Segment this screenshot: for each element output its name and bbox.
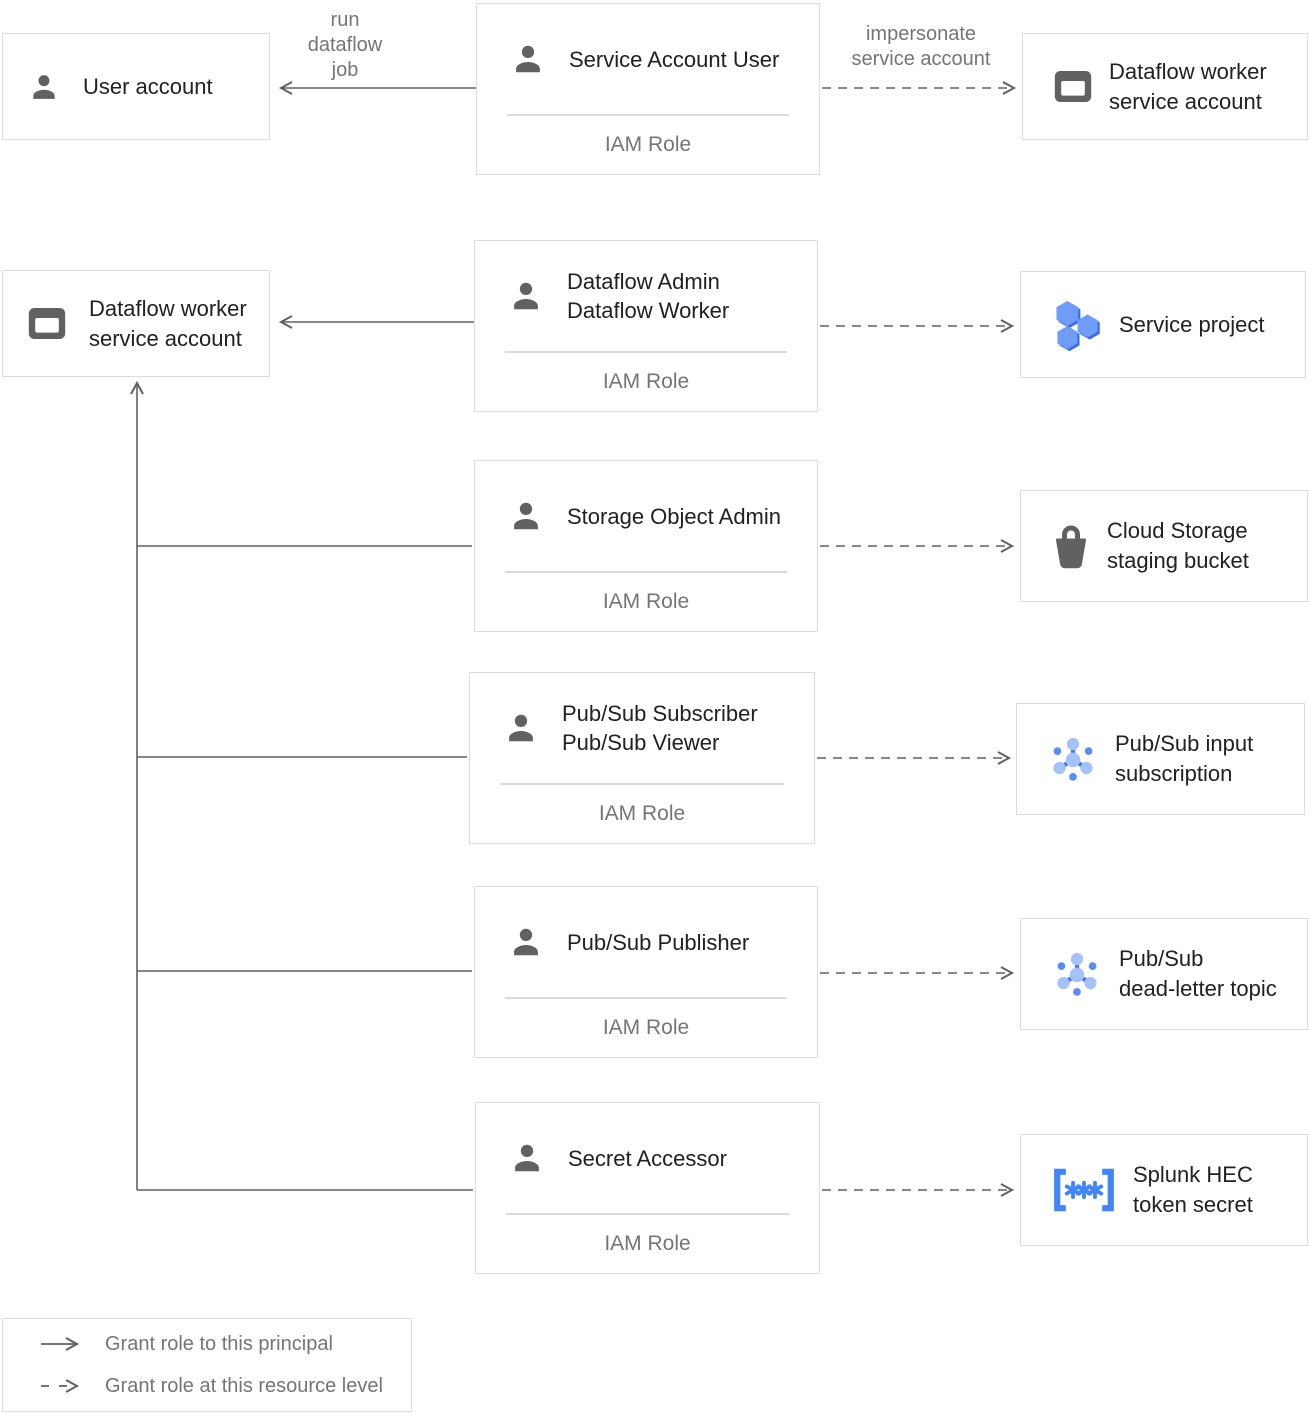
iam-role-title: Pub/Sub Publisher <box>567 929 750 955</box>
iam-role-title: Storage Object Admin <box>567 503 782 529</box>
node-label-line: Dataflow worker <box>89 295 247 321</box>
iam-role-label: IAM Role <box>604 132 692 156</box>
iam-role-title-line: Dataflow Admin <box>567 269 720 294</box>
node-dataflow-worker-service-account-left: Dataflow worker service account <box>2 270 270 377</box>
node-label: Dataflow worker service account <box>89 294 247 354</box>
divider <box>506 1213 789 1215</box>
node-secret-accessor-role: Secret Accessor IAM Role <box>475 1102 820 1274</box>
person-icon <box>507 277 545 315</box>
node-label: Splunk HEC token secret <box>1133 1160 1253 1220</box>
node-service-account-user-role: Service Account User IAM Role <box>476 3 820 175</box>
node-label: User account <box>83 73 213 99</box>
divider <box>505 571 787 573</box>
edge-label-impersonate-service-account: impersonate service account <box>830 22 1012 72</box>
project-hexagons-icon <box>1051 298 1103 352</box>
legend: Grant role to this principal Grant role … <box>2 1318 412 1412</box>
iam-role-title: Service Account User <box>569 46 780 72</box>
iam-role-label: IAM Role <box>604 1231 691 1255</box>
edge-label-line: job <box>331 59 359 81</box>
node-label-line: Pub/Sub input <box>1115 731 1254 756</box>
iam-role-label: IAM Role <box>602 369 690 393</box>
iam-role-title: Pub/Sub Subscriber Pub/Sub Viewer <box>562 699 758 757</box>
iam-role-title-line: Pub/Sub Viewer <box>562 730 720 755</box>
iam-role-title: Dataflow Admin Dataflow Worker <box>567 267 729 325</box>
pubsub-topology-icon <box>1051 947 1103 1001</box>
node-label-line: token secret <box>1133 1192 1253 1217</box>
person-icon <box>507 497 545 535</box>
edge-label-line: service account <box>851 48 991 70</box>
node-label: Service project <box>1119 311 1265 337</box>
legend-row-dashed: Grant role at this resource level <box>39 1365 411 1407</box>
divider <box>507 114 789 116</box>
person-icon <box>509 40 547 78</box>
node-label-line: subscription <box>1115 761 1233 786</box>
legend-label: Grant role to this principal <box>105 1332 333 1355</box>
node-splunk-hec-token-secret: Splunk HEC token secret <box>1020 1134 1308 1246</box>
node-pubsub-publisher-role: Pub/Sub Publisher IAM Role <box>474 886 818 1058</box>
person-icon <box>27 70 61 104</box>
node-label: Pub/Sub dead-letter topic <box>1119 944 1277 1004</box>
node-label-line: Dataflow worker <box>1109 58 1267 84</box>
node-label-line: service account <box>89 325 242 351</box>
node-pubsub-subscriber-viewer-role: Pub/Sub Subscriber Pub/Sub Viewer IAM Ro… <box>469 672 815 844</box>
legend-row-solid: Grant role to this principal <box>39 1323 411 1365</box>
node-cloud-storage-staging-bucket: Cloud Storage staging bucket <box>1020 490 1308 602</box>
storage-bucket-icon <box>1051 523 1091 570</box>
legend-label: Grant role at this resource level <box>105 1374 383 1397</box>
solid-arrow-icon <box>41 1337 80 1351</box>
node-service-project: Service project <box>1020 271 1306 378</box>
node-label-line: service account <box>1109 88 1262 114</box>
node-pubsub-dead-letter-topic: Pub/Sub dead-letter topic <box>1020 918 1308 1030</box>
pubsub-topology-icon <box>1047 732 1099 786</box>
iam-role-label: IAM Role <box>602 1015 690 1039</box>
node-label: Pub/Sub input subscription <box>1115 729 1253 789</box>
iam-role-title-line: Pub/Sub Subscriber <box>562 701 758 726</box>
iam-role-title: Secret Accessor <box>568 1145 727 1171</box>
iam-role-title-line: Dataflow Worker <box>567 298 730 323</box>
edge-label-line: impersonate <box>865 23 977 45</box>
node-storage-object-admin-role: Storage Object Admin IAM Role <box>474 460 818 632</box>
edge-label-line: dataflow <box>307 34 383 56</box>
edge-label-line: run <box>330 9 360 31</box>
iam-role-label: IAM Role <box>598 801 686 825</box>
secret-brackets-icon <box>1051 1168 1117 1212</box>
node-dataflow-worker-service-account: Dataflow worker service account <box>1022 33 1308 140</box>
node-label: Dataflow worker service account <box>1109 57 1267 117</box>
node-label-line: dead-letter topic <box>1119 976 1277 1001</box>
node-user-account: User account <box>2 33 270 140</box>
person-icon <box>502 709 540 747</box>
node-label-line: Splunk HEC <box>1133 1162 1253 1187</box>
node-label-line: staging bucket <box>1107 548 1249 573</box>
node-label-line: Cloud Storage <box>1107 518 1248 543</box>
divider <box>500 783 784 785</box>
divider <box>505 997 787 999</box>
node-pubsub-input-subscription: Pub/Sub input subscription <box>1016 703 1305 815</box>
dashed-arrow-icon <box>41 1379 80 1393</box>
divider <box>505 351 787 353</box>
node-label-line: Pub/Sub <box>1119 946 1204 971</box>
iam-role-label: IAM Role <box>602 589 690 613</box>
node-label: Cloud Storage staging bucket <box>1107 516 1249 576</box>
person-icon <box>508 1139 546 1177</box>
edge-label-run-dataflow-job: run dataflow job <box>280 8 410 83</box>
service-account-card-icon <box>1053 68 1093 105</box>
service-account-card-icon <box>27 305 67 342</box>
person-icon <box>507 923 545 961</box>
node-dataflow-admin-worker-role: Dataflow Admin Dataflow Worker IAM Role <box>474 240 818 412</box>
